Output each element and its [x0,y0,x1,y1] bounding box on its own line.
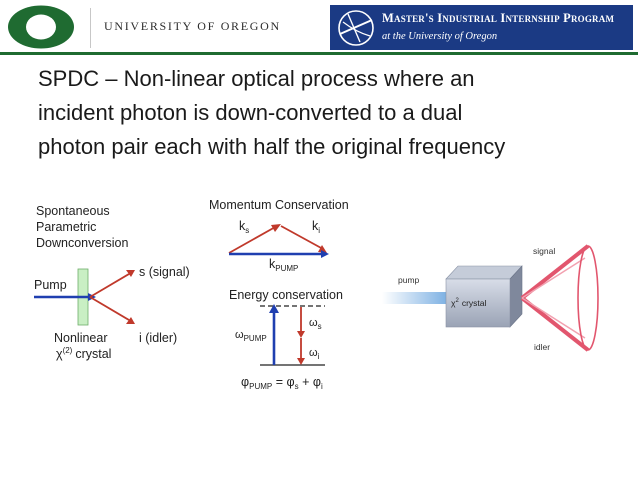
university-of-oregon-o-logo-icon [8,5,74,49]
signal-label: s (signal) [139,265,190,279]
pump-arrowhead [88,293,96,301]
pump-energy-arrowhead [269,304,279,313]
crystal-label-line2: χ(2)crystal [56,346,111,361]
crystal-idler-label: idler [534,342,550,352]
header-rule [0,52,638,55]
energy-conservation-figure: Energy conservation ωPUMP ωs ωi φPUMP = … [229,288,343,391]
program-title: Master's Industrial Internship Program [382,11,615,25]
omega-pump-label: ωPUMP [235,329,267,343]
idler-cone-edge [520,296,590,352]
idler-arrowhead [126,317,135,324]
slide-title-line: photon pair each with half the original … [38,134,506,159]
slide-title-line: incident photon is down-converted to a d… [38,100,463,125]
energy-title: Energy conservation [229,288,343,302]
spdc-schematic-figure: Spontaneous Parametric Downconversion Pu… [34,204,190,361]
crystal-word: crystal [75,347,111,361]
crystal-front-face [445,278,511,328]
ki-label: ki [312,219,320,235]
kpump-arrowhead [321,250,329,258]
idler-energy-arrowhead [297,358,305,365]
crystal-label-line1: Nonlinear [54,331,108,345]
emission-cone-ring [577,245,599,351]
slide-title: SPDC – Non-linear optical process where … [38,62,628,164]
cone-inner-glow [521,257,586,339]
crystal-top-face [445,265,523,280]
program-banner: Master's Industrial Internship Program a… [330,5,633,50]
slide-header: UNIVERSITY OF OREGON Master's Industrial… [0,0,638,55]
spdc-heading-line: Spontaneous [36,204,110,218]
signal-energy-arrowhead [297,331,305,338]
energy-equation: φPUMP = φs + φi [241,375,323,391]
omega-s-label: ωs [309,317,322,331]
slide-title-line: SPDC – Non-linear optical process where … [38,66,475,91]
ks-label: ks [239,219,249,235]
program-subtitle: at the University of Oregon [382,31,498,42]
chi-order: (2) [63,346,73,355]
signal-arrowhead [126,270,135,277]
chi-symbol: χ [56,347,63,361]
header-divider [90,8,91,48]
omega-i-label: ωi [309,347,320,361]
crystal-signal-label: signal [533,246,555,256]
crystal-pump-label: pump [398,275,420,285]
spdc-heading-line: Downconversion [36,236,128,250]
pump-label: Pump [34,278,67,292]
program-logo-icon [338,10,374,46]
spdc-heading-line: Parametric [36,220,96,234]
idler-label: i (idler) [139,331,177,345]
pump-beam [382,292,454,304]
university-name: UNIVERSITY OF OREGON [104,19,281,33]
momentum-conservation-figure: Momentum Conservation ks ki kPUMP [209,198,349,273]
idler-beam-arrow [89,296,130,321]
ks-vector [228,225,278,254]
ki-arrowhead [318,245,327,253]
ki-vector [280,225,324,250]
signal-cone-edge [520,244,590,300]
momentum-title: Momentum Conservation [209,198,349,212]
signal-beam-arrow [89,273,130,298]
ks-arrowhead [271,224,281,232]
kpump-label: kPUMP [269,257,298,273]
